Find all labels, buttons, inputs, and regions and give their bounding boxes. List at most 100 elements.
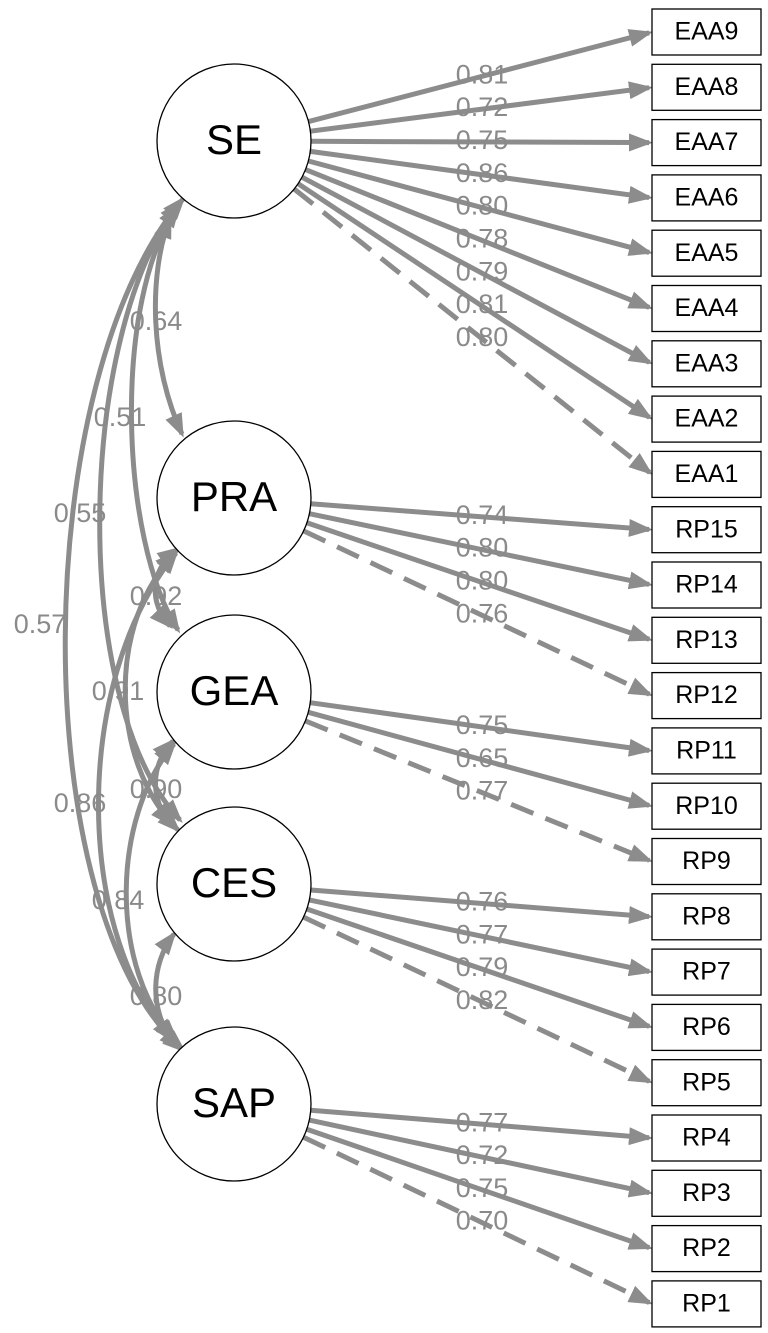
indicator-label: EAA2 <box>675 405 739 433</box>
indicator-box-rp6 <box>651 1003 762 1052</box>
covariance-layer <box>62 195 186 1053</box>
covariance-pra-sap <box>96 549 183 1051</box>
indicator-label: RP6 <box>682 1013 731 1041</box>
loading-gea-rp10 <box>307 709 653 809</box>
loading-label: 0.74 <box>456 500 509 530</box>
loading-label: 0.80 <box>456 322 509 352</box>
indicator-box-rp15 <box>651 506 762 554</box>
loading-label: 0.77 <box>456 919 509 949</box>
loading-label: 0.75 <box>456 1173 509 1203</box>
indicator-box-eaa7 <box>651 118 762 167</box>
indicator-label: EAA8 <box>675 73 739 101</box>
loading-label: 0.79 <box>456 952 509 982</box>
indicator-label: EAA6 <box>675 184 739 212</box>
covariance-label: 0.86 <box>54 788 107 818</box>
covariance-label: 0.92 <box>130 581 183 611</box>
indicator-box-eaa4 <box>651 284 762 333</box>
indicator-label: RP12 <box>675 681 738 709</box>
loading-label: 0.80 <box>456 533 509 563</box>
loading-label: 0.76 <box>456 887 509 917</box>
indicator-label: EAA1 <box>675 460 739 488</box>
covariance-label: 0.64 <box>130 306 183 336</box>
indicator-label: RP13 <box>675 626 738 654</box>
indicator-box-rp4 <box>651 1114 762 1162</box>
loading-se-eaa2 <box>296 181 653 420</box>
loading-label: 0.77 <box>456 1107 509 1137</box>
indicator-box-eaa5 <box>651 229 762 277</box>
covariance-se-sap <box>62 195 186 1053</box>
loading-sap-rp1 <box>302 1134 653 1305</box>
indicator-box-rp3 <box>651 1169 762 1217</box>
loading-se-eaa1 <box>292 187 653 475</box>
indicator-box-eaa2 <box>651 395 762 443</box>
covariance-label: 0.90 <box>130 774 183 804</box>
loading-gea-rp9 <box>304 718 653 863</box>
loading-se-eaa8 <box>310 81 653 134</box>
indicator-box-rp1 <box>651 1280 762 1328</box>
latent-node-pra <box>156 420 312 576</box>
indicator-label: EAA4 <box>675 294 739 322</box>
latent-label: CES <box>191 859 277 906</box>
loading-label: 0.65 <box>456 743 509 773</box>
loading-label: 0.80 <box>456 191 509 221</box>
loading-ces-rp5 <box>302 914 653 1084</box>
indicator-box-eaa9 <box>651 8 762 56</box>
loading-se-eaa7 <box>310 133 653 152</box>
indicator-box-eaa8 <box>651 63 762 111</box>
loading-label: 0.77 <box>456 776 509 806</box>
loading-label: 0.70 <box>456 1206 509 1236</box>
latent-label: SE <box>206 116 262 163</box>
loading-ces-rp8 <box>310 887 653 925</box>
loading-layer <box>292 29 654 1305</box>
loading-se-eaa5 <box>307 158 653 256</box>
indicator-box-eaa1 <box>651 450 762 499</box>
indicator-box-rp14 <box>651 561 762 609</box>
loading-pra-rp12 <box>302 528 653 697</box>
indicator-label: RP9 <box>682 847 731 875</box>
covariance-label: 0.80 <box>130 981 183 1011</box>
covariance-label: 0.91 <box>92 676 145 706</box>
loading-sap-rp2 <box>305 1126 653 1250</box>
loading-label: 0.80 <box>456 566 509 596</box>
loading-ces-rp6 <box>305 906 653 1029</box>
indicator-label: RP10 <box>675 792 738 820</box>
indicator-box-rp5 <box>651 1059 762 1107</box>
indicator-label: RP7 <box>682 958 731 986</box>
indicator-box-rp10 <box>651 782 762 830</box>
loading-sap-rp3 <box>308 1117 654 1198</box>
covariance-ces-sap <box>152 930 177 1044</box>
indicator-label: RP5 <box>682 1068 731 1096</box>
indicator-box-rp13 <box>651 616 762 664</box>
indicator-label: EAA9 <box>675 18 739 46</box>
indicator-box-rp8 <box>651 893 762 941</box>
loading-label: 0.86 <box>456 158 509 188</box>
indicator-box-rp2 <box>651 1224 762 1273</box>
indicator-label: RP11 <box>676 737 737 765</box>
indicator-label: RP3 <box>682 1179 731 1207</box>
indicator-box-eaa3 <box>651 340 762 388</box>
loading-label: 0.76 <box>456 598 509 628</box>
indicator-box-eaa6 <box>651 174 762 222</box>
loading-label: 0.75 <box>456 710 509 740</box>
loading-label: 0.82 <box>456 985 509 1015</box>
loading-sap-rp4 <box>310 1107 653 1146</box>
loading-label: 0.72 <box>456 92 509 122</box>
covariance-label: 0.84 <box>92 885 145 915</box>
loading-ces-rp7 <box>308 897 654 977</box>
indicator-label: RP4 <box>682 1124 731 1152</box>
indicator-box-rp11 <box>651 727 762 775</box>
loading-se-eaa3 <box>300 174 653 365</box>
indicator-label: RP2 <box>682 1234 731 1262</box>
loading-pra-rp13 <box>306 520 653 642</box>
indicator-label: RP8 <box>682 902 731 930</box>
indicator-box-rp9 <box>651 837 762 886</box>
latent-label: GEA <box>190 667 279 714</box>
covariance-se-ces <box>97 199 183 823</box>
loading-label: 0.81 <box>456 289 509 319</box>
indicator-label: RP15 <box>675 515 738 543</box>
loading-gea-rp11 <box>309 700 653 757</box>
latent-node-se <box>156 63 312 219</box>
loading-pra-rp14 <box>308 511 654 590</box>
